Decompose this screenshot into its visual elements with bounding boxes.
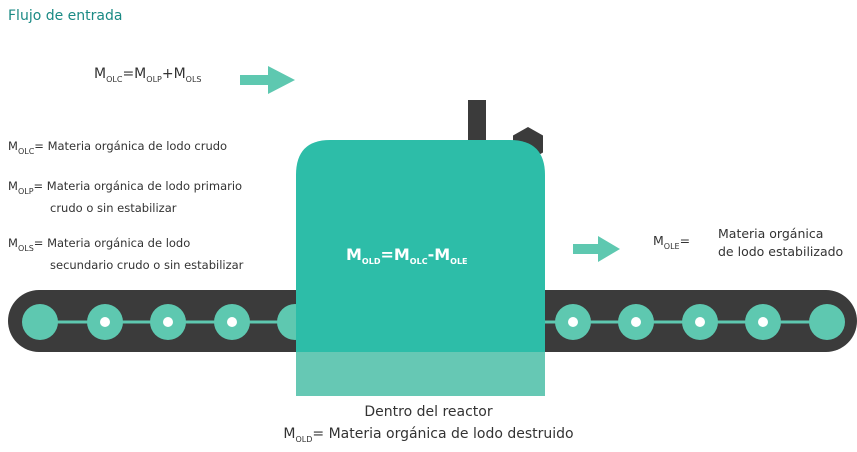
def-subscript: OLC [17, 147, 35, 156]
roller-hub [227, 317, 237, 327]
eq-symbol: M [434, 245, 451, 264]
reactor-equation: MOLD=MOLC-MOLE [346, 245, 468, 266]
eq-symbol: M [346, 245, 362, 264]
roller-hub [568, 317, 578, 327]
caption-subscript: OLD [295, 435, 313, 444]
eq-subscript: OLE [450, 257, 468, 266]
eq-symbol: M [393, 245, 410, 264]
out-operator: = [679, 233, 691, 248]
def-subscript: OLS [17, 244, 34, 253]
eq-subscript: OLC [409, 257, 428, 266]
eq-operator: = [122, 66, 135, 82]
belt-roller [809, 304, 845, 340]
output-arrow [573, 236, 620, 262]
out-line2: de lodo estabilizado [718, 244, 844, 259]
definition-olp: MOLP= Materia orgánica de lodo primario … [8, 178, 242, 217]
eq-subscript: OLD [361, 257, 381, 266]
reactor-base [296, 352, 545, 396]
belt-roller [22, 304, 58, 340]
roller-hub [758, 317, 768, 327]
reactor-body [296, 140, 545, 352]
input-arrow [240, 66, 295, 94]
definition-ols: MOLS= Materia orgánica de lodo secundari… [8, 235, 243, 274]
out-line1: Materia orgánica [718, 226, 824, 241]
def-symbol: M [8, 179, 18, 193]
eq-symbol: M [134, 66, 147, 82]
def-text: = Materia orgánica de lodo [33, 236, 191, 250]
caption-line2: MOLD= Materia orgánica de lodo destruido [0, 426, 857, 444]
eq-symbol: M [94, 66, 107, 82]
roller-hub [100, 317, 110, 327]
eq-subscript: OLS [185, 75, 202, 84]
out-subscript: OLE [663, 242, 680, 251]
out-symbol: M [653, 233, 664, 248]
def-text: = Materia orgánica de lodo crudo [34, 139, 228, 153]
output-symbol: MOLE= [653, 232, 690, 256]
caption-text: = Materia orgánica de lodo destruido [312, 426, 574, 442]
roller-hub [163, 317, 173, 327]
def-subscript: OLP [17, 187, 34, 196]
definition-olc: MOLC= Materia orgánica de lodo crudo [8, 138, 227, 160]
def-text: = Materia orgánica de lodo primario [33, 179, 243, 193]
eq-subscript: OLC [106, 75, 123, 84]
output-definition: Materia orgánica de lodo estabilizado [718, 225, 843, 261]
caption-symbol: M [283, 426, 296, 442]
eq-operator: + [161, 66, 174, 82]
def-symbol: M [8, 236, 18, 250]
roller-hub [695, 317, 705, 327]
eq-symbol: M [173, 66, 186, 82]
roller-hub [631, 317, 641, 327]
inflow-equation: MOLC=MOLP+MOLS [94, 66, 202, 84]
eq-subscript: OLP [146, 75, 162, 84]
def-symbol: M [8, 139, 18, 153]
caption-line1: Dentro del reactor [364, 404, 493, 420]
inflow-title: Flujo de entrada [8, 8, 123, 24]
def-text-cont: secundario crudo o sin estabilizar [50, 258, 244, 272]
eq-operator: = [380, 245, 394, 264]
eq-operator: - [427, 245, 435, 264]
def-text-cont: crudo o sin estabilizar [50, 201, 177, 215]
